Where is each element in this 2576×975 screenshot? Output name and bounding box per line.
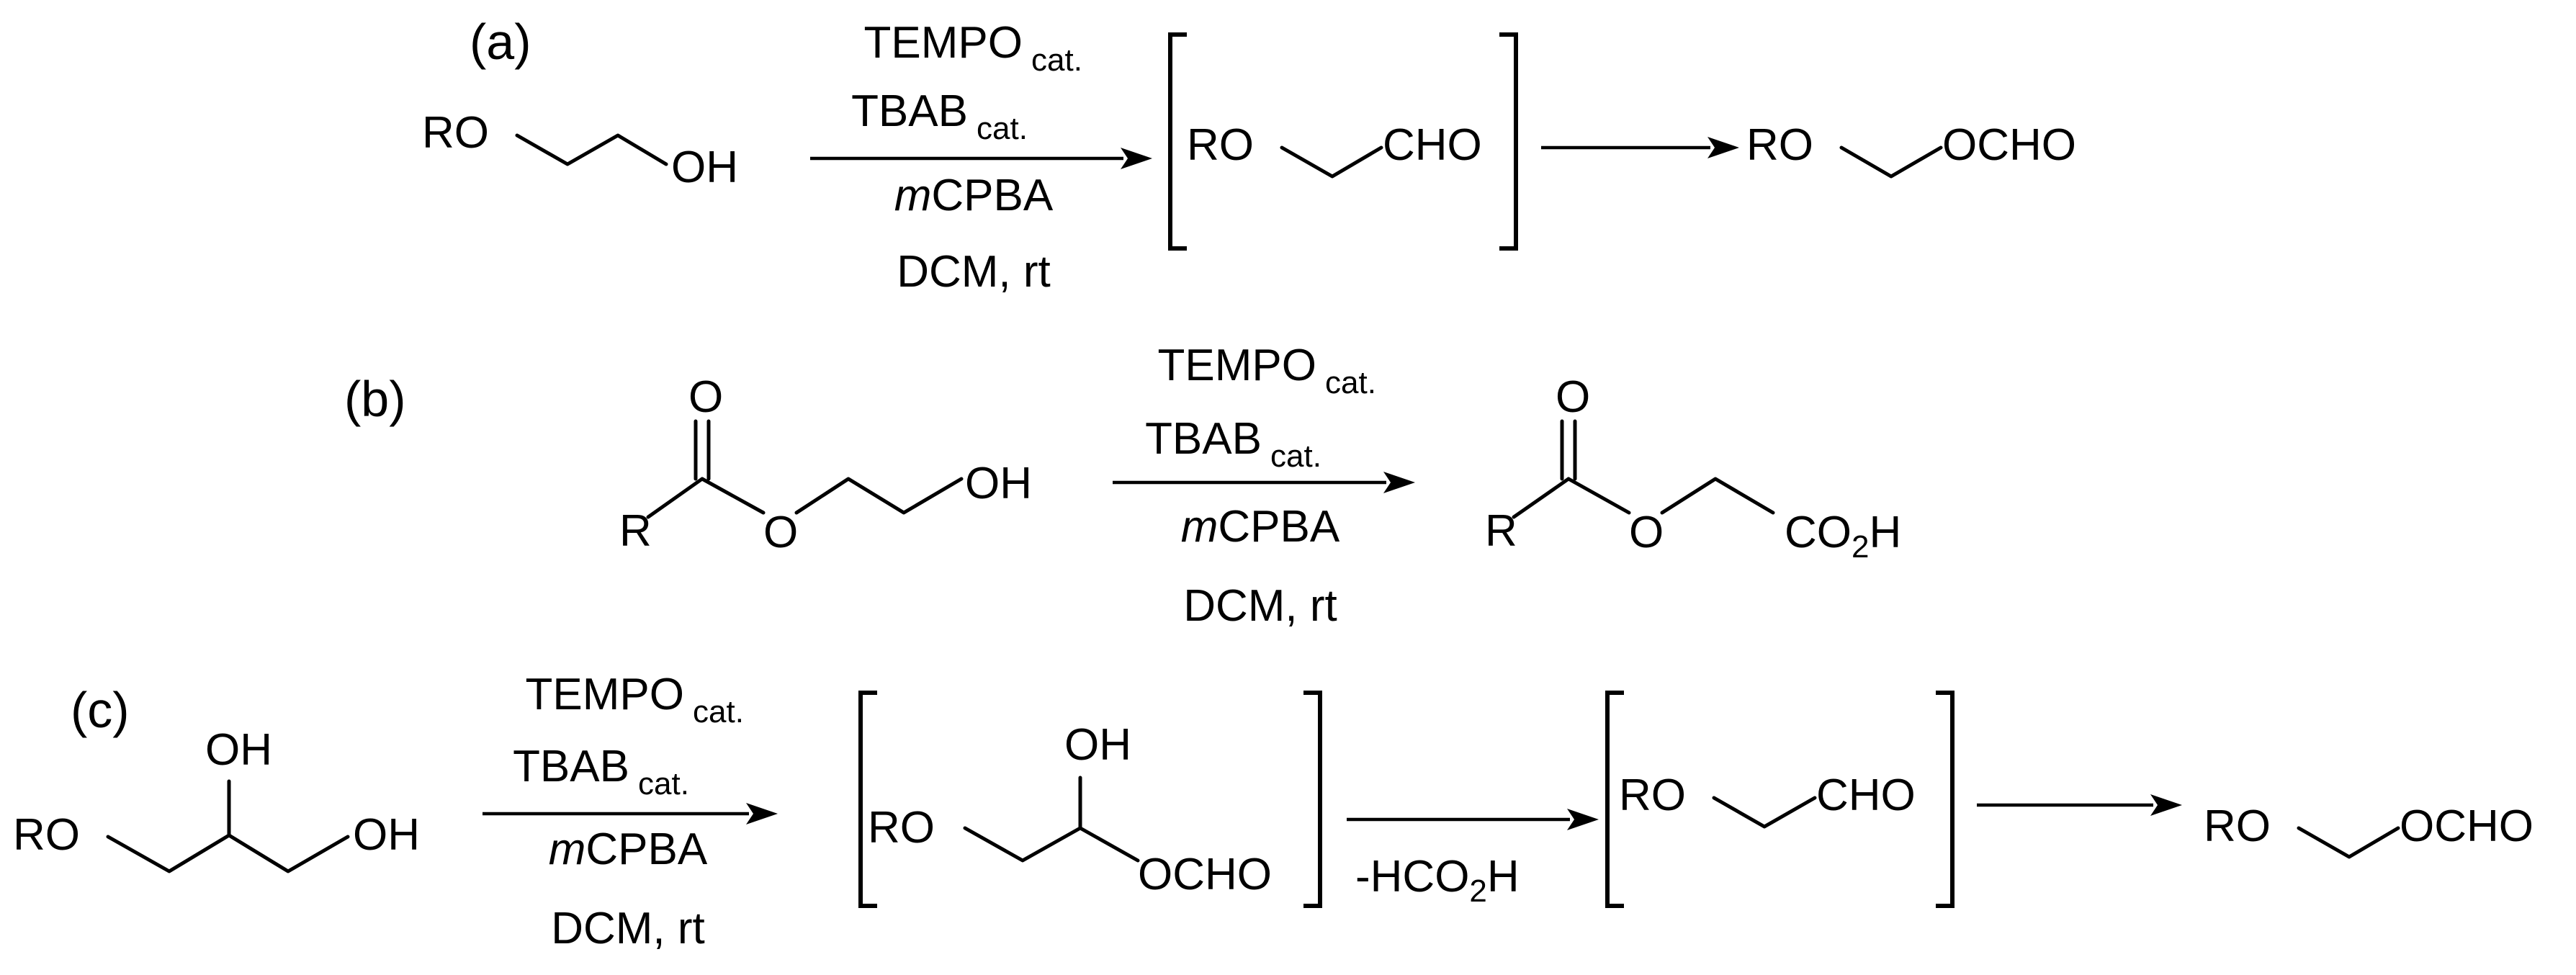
reactant-a: RO OH <box>422 108 738 192</box>
intermediate-c2-chain <box>1712 796 1817 829</box>
bracket-a-right <box>1499 32 1518 251</box>
product-b-chain <box>1660 477 1775 515</box>
reactant-a-chain <box>515 133 668 166</box>
product-b: R O O CO2H <box>1485 372 1901 565</box>
conditions-c-tbab: TBAB <box>513 742 629 791</box>
conditions-a-solvent: DCM, rt <box>897 247 1051 297</box>
conditions-b-tempo-sub: cat. <box>1325 365 1376 400</box>
product-c-ro: RO <box>2204 801 2271 851</box>
reactant-a-oh: OH <box>671 143 738 192</box>
intermediate-c1-oh: OH <box>1064 720 1131 770</box>
arrow-c1-head <box>746 803 778 825</box>
scheme-c: (c) RO OH OH TEMPO cat. TBAB cat. mCPBA … <box>13 670 2534 953</box>
conditions-c-tbab-sub: cat. <box>638 766 689 801</box>
conditions-b-tempo: TEMPO <box>1158 341 1316 390</box>
conditions-c-tempo-sub: cat. <box>693 694 744 729</box>
reactant-c-chain <box>106 833 350 873</box>
product-b-bond-o <box>1566 477 1631 515</box>
intermediate-c1-ro: RO <box>868 803 935 853</box>
conditions-b-tbab-sub: cat. <box>1270 439 1321 474</box>
reactant-c-ro: RO <box>13 810 80 860</box>
intermediate-a-ro: RO <box>1187 120 1254 170</box>
scheme-a: (a) RO OH TEMPO cat. TBAB cat. mCPBA DCM… <box>422 14 2076 297</box>
bracket-c2-left <box>1605 691 1624 908</box>
product-b-acid: CO2H <box>1785 508 1901 565</box>
conditions-b-mcpba: mCPBA <box>1181 502 1340 552</box>
product-a-ocho: OCHO <box>1942 120 2076 170</box>
conditions-b-solvent: DCM, rt <box>1183 581 1337 631</box>
reactant-b-oh: OH <box>965 459 1032 508</box>
conditions-a-tbab: TBAB <box>851 86 968 136</box>
reactant-b-bond-r <box>646 477 704 519</box>
intermediate-c2-cho: CHO <box>1816 770 1916 820</box>
product-c-ocho: OCHO <box>2400 801 2534 851</box>
intermediate-a: RO CHO <box>1168 32 1518 251</box>
reactant-c-oh-top: OH <box>205 725 272 775</box>
arrow-c2-head <box>1567 809 1599 830</box>
arrow-a1-head <box>1121 148 1152 169</box>
product-a-ro: RO <box>1746 120 1813 170</box>
bracket-c1-right <box>1303 691 1322 908</box>
product-a-chain <box>1839 145 1943 179</box>
conditions-c-mcpba: mCPBA <box>549 825 708 874</box>
product-c-chain <box>2297 826 2400 859</box>
reactant-b-r: R <box>619 506 652 556</box>
intermediate-c1: RO OH OCHO <box>858 691 1322 908</box>
reactant-a-ro: RO <box>422 108 489 158</box>
bracket-a-left <box>1168 32 1187 251</box>
product-b-r: R <box>1485 506 1517 556</box>
conditions-c-solvent: DCM, rt <box>551 904 705 953</box>
conditions-c-tempo: TEMPO <box>526 670 684 719</box>
reactant-c: RO OH OH <box>13 725 420 873</box>
panel-label-b: (b) <box>344 371 406 427</box>
conditions-b: TEMPO cat. TBAB cat. mCPBA DCM, rt <box>1113 341 1415 631</box>
reactant-b-chain <box>794 477 964 515</box>
product-b-bond-r <box>1512 477 1571 519</box>
conditions-a-tempo: TEMPO <box>864 18 1023 68</box>
conditions-a-mcpba: mCPBA <box>894 171 1054 220</box>
arrow-c3-head <box>2150 794 2182 816</box>
panel-label-c: (c) <box>71 682 130 738</box>
intermediate-c2-ro: RO <box>1619 770 1686 820</box>
conditions-b-tbab: TBAB <box>1145 414 1262 464</box>
reactant-c-oh-end: OH <box>353 810 420 860</box>
arrow-a2-head <box>1707 137 1739 158</box>
product-b-o-carbonyl: O <box>1556 372 1590 422</box>
bracket-c1-left <box>858 691 877 908</box>
intermediate-c2: RO CHO <box>1605 691 1955 908</box>
reactant-b-o-carbonyl: O <box>688 372 723 422</box>
conditions-c: TEMPO cat. TBAB cat. mCPBA DCM, rt <box>483 670 778 953</box>
intermediate-c1-ocho: OCHO <box>1138 850 1272 899</box>
product-c: RO OCHO <box>2204 801 2534 859</box>
reactant-b-bond-o <box>700 477 766 515</box>
conditions-a-tempo-sub: cat. <box>1031 42 1082 78</box>
product-a: RO OCHO <box>1746 120 2076 179</box>
bracket-c2-right <box>1936 691 1955 908</box>
scheme-b: (b) R O O OH TEMPO cat. TBAB cat. mCPBA … <box>344 341 1901 631</box>
panel-label-a: (a) <box>470 14 531 70</box>
reactant-b: R O O OH <box>619 372 1032 557</box>
intermediate-a-chain <box>1280 145 1383 179</box>
reactant-b-o-ester: O <box>763 508 798 557</box>
conditions-a-tbab-sub: cat. <box>977 111 1028 146</box>
product-b-o-ester: O <box>1629 508 1664 557</box>
intermediate-a-cho: CHO <box>1383 120 1482 170</box>
arrow-b1-head <box>1383 472 1415 493</box>
intermediate-c1-chain <box>963 826 1140 863</box>
conditions-a: TEMPO cat. TBAB cat. mCPBA DCM, rt <box>810 18 1152 297</box>
elimination-label: -HCO2H <box>1355 852 1520 909</box>
